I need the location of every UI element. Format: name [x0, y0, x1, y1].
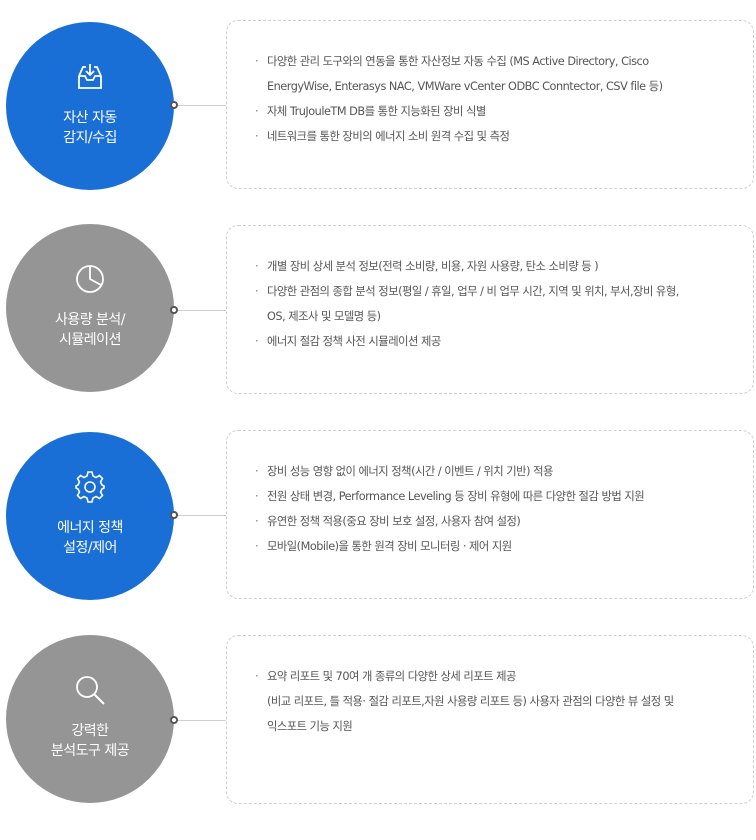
connector-dot — [170, 511, 178, 519]
list-item: ·에너지 절감 정책 사전 시뮬레이션 제공 — [255, 335, 441, 348]
list-item: ·자체 TruJouleTM DB를 통한 지능화된 장비 식별 — [255, 105, 486, 118]
feature-detail-box: ·개별 장비 상세 분석 정보(전력 소비량, 비용, 자원 사용량, 탄소 소… — [226, 225, 754, 394]
list-item: ·네트워크를 통한 장비의 에너지 소비 원격 수집 및 측정 — [255, 130, 510, 143]
connector-line — [178, 515, 226, 516]
feature-row-analysis-tools: 강력한 분석도구 제공 ·요약 리포트 및 70여 개 종류의 다양한 상세 리… — [0, 635, 756, 840]
feature-detail-box: ·다양한 관리 도구와의 연동을 통한 자산정보 자동 수집 (MS Activ… — [226, 20, 754, 189]
feature-row-energy-policy: 에너지 정책 설정/제어 ·장비 성능 영향 없이 에너지 정책(시간 / 이벤… — [0, 430, 756, 635]
list-item: ·모바일(Mobile)을 통한 원격 장비 모니터링 · 제어 지원 — [255, 540, 512, 553]
feature-detail-box: ·요약 리포트 및 70여 개 종류의 다양한 상세 리포트 제공(비교 리포트… — [226, 635, 754, 804]
list-item: ·요약 리포트 및 70여 개 종류의 다양한 상세 리포트 제공(비교 리포트… — [255, 670, 674, 733]
list-item: ·다양한 관리 도구와의 연동을 통한 자산정보 자동 수집 (MS Activ… — [255, 55, 663, 93]
list-item: ·다양한 관점의 종합 분석 정보(평일 / 휴일, 업무 / 비 업무 시간,… — [255, 285, 679, 323]
inbox-download-icon — [6, 60, 174, 94]
feature-row-asset-collection: 자산 자동 감지/수집 ·다양한 관리 도구와의 연동을 통한 자산정보 자동 … — [0, 20, 756, 225]
connector-line — [178, 310, 226, 311]
feature-title: 자산 자동 감지/수집 — [63, 110, 117, 146]
pie-chart-icon — [6, 262, 174, 296]
connector-dot — [170, 101, 178, 109]
feature-title: 사용량 분석/ 시뮬레이션 — [54, 312, 126, 348]
list-item: ·개별 장비 상세 분석 정보(전력 소비량, 비용, 자원 사용량, 탄소 소… — [255, 260, 599, 273]
feature-title: 에너지 정책 설정/제어 — [57, 520, 123, 556]
feature-circle: 에너지 정책 설정/제어 — [6, 432, 174, 600]
feature-row-usage-analysis: 사용량 분석/ 시뮬레이션 ·개별 장비 상세 분석 정보(전력 소비량, 비용… — [0, 224, 756, 430]
search-icon — [6, 673, 174, 707]
feature-detail-box: ·장비 성능 영향 없이 에너지 정책(시간 / 이벤트 / 위치 기반) 적용… — [226, 430, 754, 599]
list-item: ·장비 성능 영향 없이 에너지 정책(시간 / 이벤트 / 위치 기반) 적용 — [255, 465, 553, 478]
connector-dot — [170, 306, 178, 314]
gear-icon — [6, 470, 174, 504]
feature-circle: 자산 자동 감지/수집 — [6, 22, 174, 190]
feature-title: 강력한 분석도구 제공 — [50, 723, 130, 759]
list-item: ·전원 상태 변경, Performance Leveling 등 장비 유형에… — [255, 490, 645, 503]
feature-circle: 강력한 분석도구 제공 — [6, 635, 174, 803]
connector-line — [178, 105, 226, 106]
feature-circle: 사용량 분석/ 시뮬레이션 — [6, 224, 174, 392]
connector-line — [178, 720, 226, 721]
connector-dot — [170, 716, 178, 724]
list-item: ·유연한 정책 적용(중요 장비 보호 설정, 사용자 참여 설정) — [255, 515, 521, 528]
